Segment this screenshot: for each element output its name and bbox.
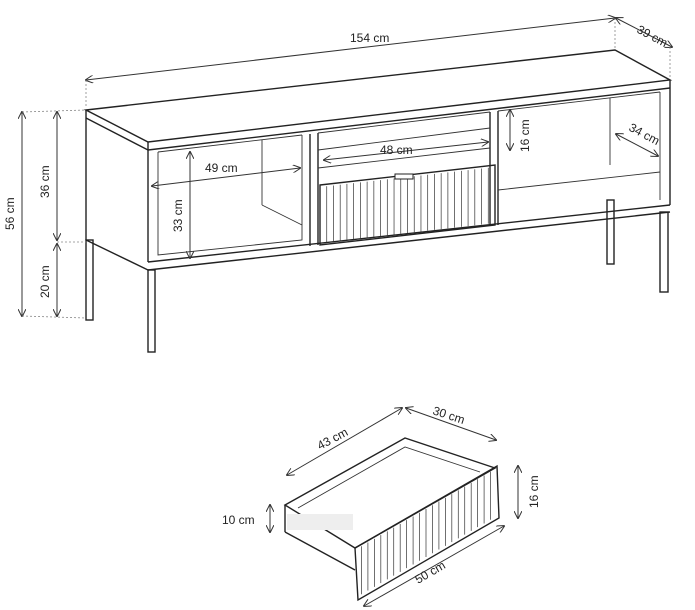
drawer-top-opening [283,437,497,549]
cabinet-drawer-front [319,164,496,246]
drawer-runner [287,514,353,530]
depth-label: 39 cm [635,22,670,50]
drawer-front-height-label: 16 cm [527,475,541,508]
center-opening-width-label: 48 cm [380,143,413,157]
right-opening-depth-label: 34 cm [627,120,662,148]
leg-height-label: 20 cm [38,265,52,298]
body-height-label: 36 cm [38,165,52,198]
cabinet-bottom [147,204,671,263]
cabinet-top [83,49,673,143]
drawer [283,437,500,602]
total-height-label: 56 cm [3,197,17,230]
cabinet-dimensions: 154 cm 39 cm 56 cm 36 cm 20 cm 49 cm 33 … [3,18,672,319]
left-opening-height-label: 33 cm [171,199,185,232]
drawer-front-panel [354,464,500,602]
cabinet-legs [85,199,669,353]
left-opening-width-label: 49 cm [205,161,238,175]
drawer-flutes [326,167,489,243]
drawer-dimensions: 43 cm 30 cm 16 cm 10 cm 50 cm [222,404,541,606]
width-label: 154 cm [350,31,389,45]
drawer-handle [394,173,414,180]
center-opening-height-label: 16 cm [518,119,532,152]
drawer-front-width-label: 50 cm [413,558,448,586]
drawer-box-height-label: 10 cm [222,513,255,527]
